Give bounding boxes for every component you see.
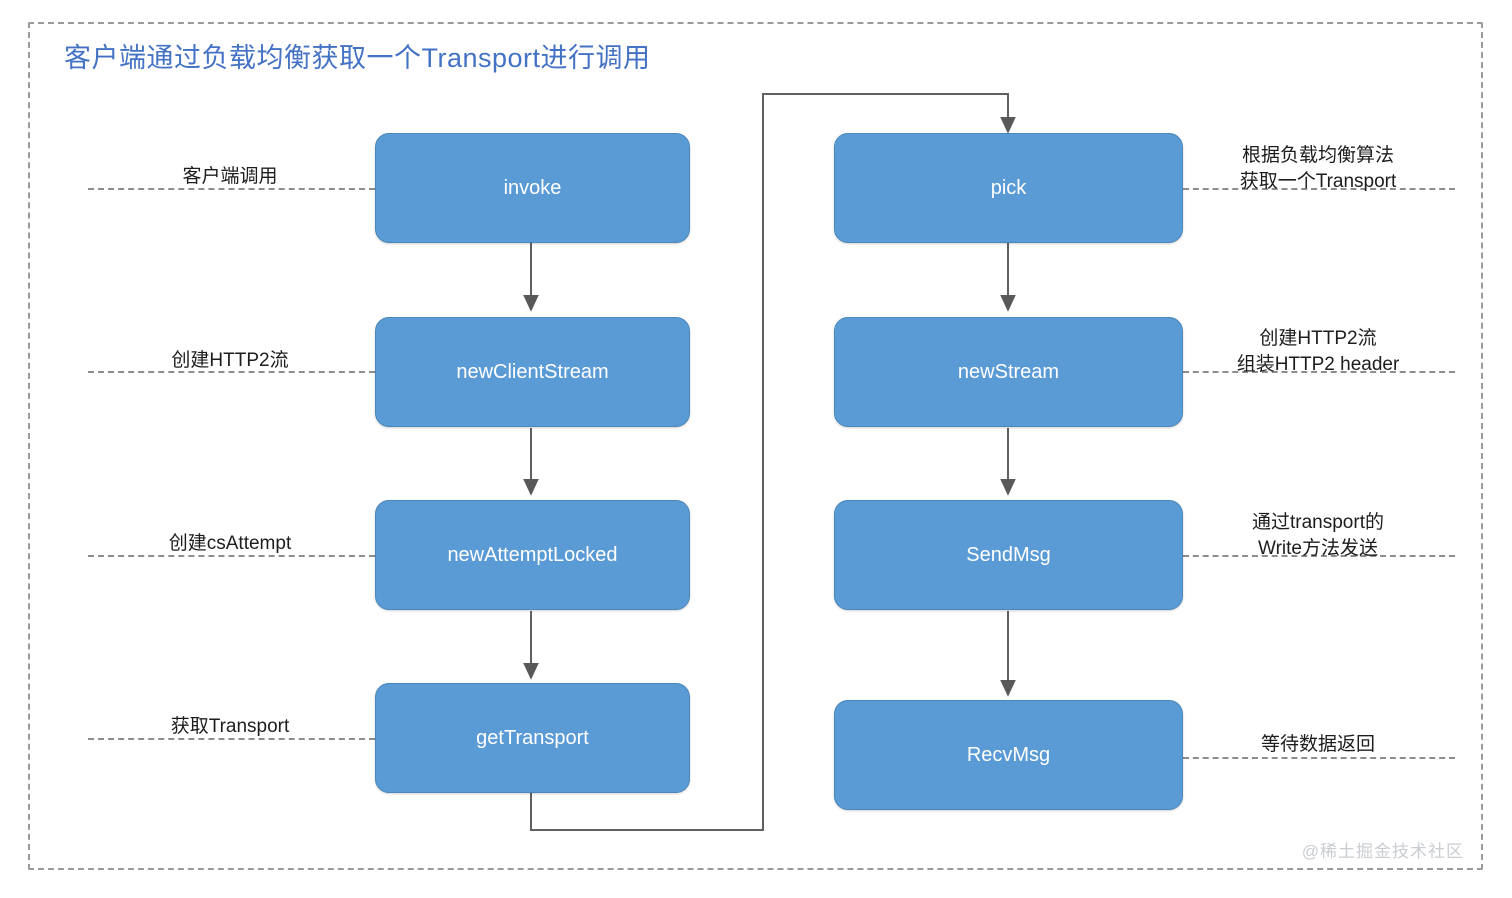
node-newclientstream[interactable]: newClientStream [375, 317, 690, 427]
diagram-frame [28, 22, 1483, 870]
leader-line-left-3 [88, 555, 375, 557]
leader-line-left-4 [88, 738, 375, 740]
annotation-left-2-text: 创建HTTP2流 [171, 350, 289, 371]
annotation-right-4-text: 等待数据返回 [1260, 734, 1375, 755]
node-pick-label: pick [990, 176, 1027, 199]
leader-line-right-4 [1183, 757, 1455, 759]
node-sendmsg-label: SendMsg [966, 543, 1051, 566]
annotation-left-4-text: 获取Transport [170, 716, 290, 737]
leader-line-right-1 [1183, 188, 1455, 190]
node-newstream-label: newStream [957, 360, 1060, 383]
annotation-left-3-text: 创建csAttempt [168, 533, 292, 554]
annotation-left-2: 创建HTTP2流 [130, 322, 330, 374]
leader-line-left-1 [88, 188, 375, 190]
leader-line-right-3 [1183, 555, 1455, 557]
annotation-left-1: 客户端调用 [130, 138, 330, 190]
leader-line-left-2 [88, 371, 375, 373]
node-newclientstream-label: newClientStream [456, 360, 609, 383]
annotation-right-4: 等待数据返回 [1203, 706, 1433, 758]
annotation-left-1-text: 客户端调用 [182, 166, 278, 187]
node-pick[interactable]: pick [834, 133, 1183, 243]
annotation-right-1-text: 根据负载均衡算法 获取一个Transport [1239, 145, 1397, 192]
node-recvmsg[interactable]: RecvMsg [834, 700, 1183, 810]
node-newattemptlocked-label: newAttemptLocked [447, 543, 618, 566]
node-invoke-label: invoke [503, 176, 562, 199]
node-recvmsg-label: RecvMsg [966, 743, 1051, 766]
annotation-right-2-text: 创建HTTP2流 组装HTTP2 header [1236, 328, 1400, 375]
page-title: 客户端通过负载均衡获取一个Transport进行调用 [64, 43, 651, 73]
annotation-left-4: 获取Transport [130, 688, 330, 740]
annotation-right-2: 创建HTTP2流 组装HTTP2 header [1203, 300, 1433, 378]
node-gettransport-label: getTransport [476, 726, 589, 749]
node-gettransport[interactable]: getTransport [375, 683, 690, 793]
annotation-right-1: 根据负载均衡算法 获取一个Transport [1203, 117, 1433, 195]
annotation-right-3: 通过transport的 Write方法发送 [1203, 484, 1433, 562]
watermark: @稀土掘金技术社区 [1301, 842, 1464, 861]
node-newattemptlocked[interactable]: newAttemptLocked [375, 500, 690, 610]
node-newstream[interactable]: newStream [834, 317, 1183, 427]
leader-line-right-2 [1183, 371, 1455, 373]
annotation-left-3: 创建csAttempt [130, 505, 330, 557]
node-sendmsg[interactable]: SendMsg [834, 500, 1183, 610]
node-invoke[interactable]: invoke [375, 133, 690, 243]
annotation-right-3-text: 通过transport的 Write方法发送 [1252, 512, 1384, 559]
